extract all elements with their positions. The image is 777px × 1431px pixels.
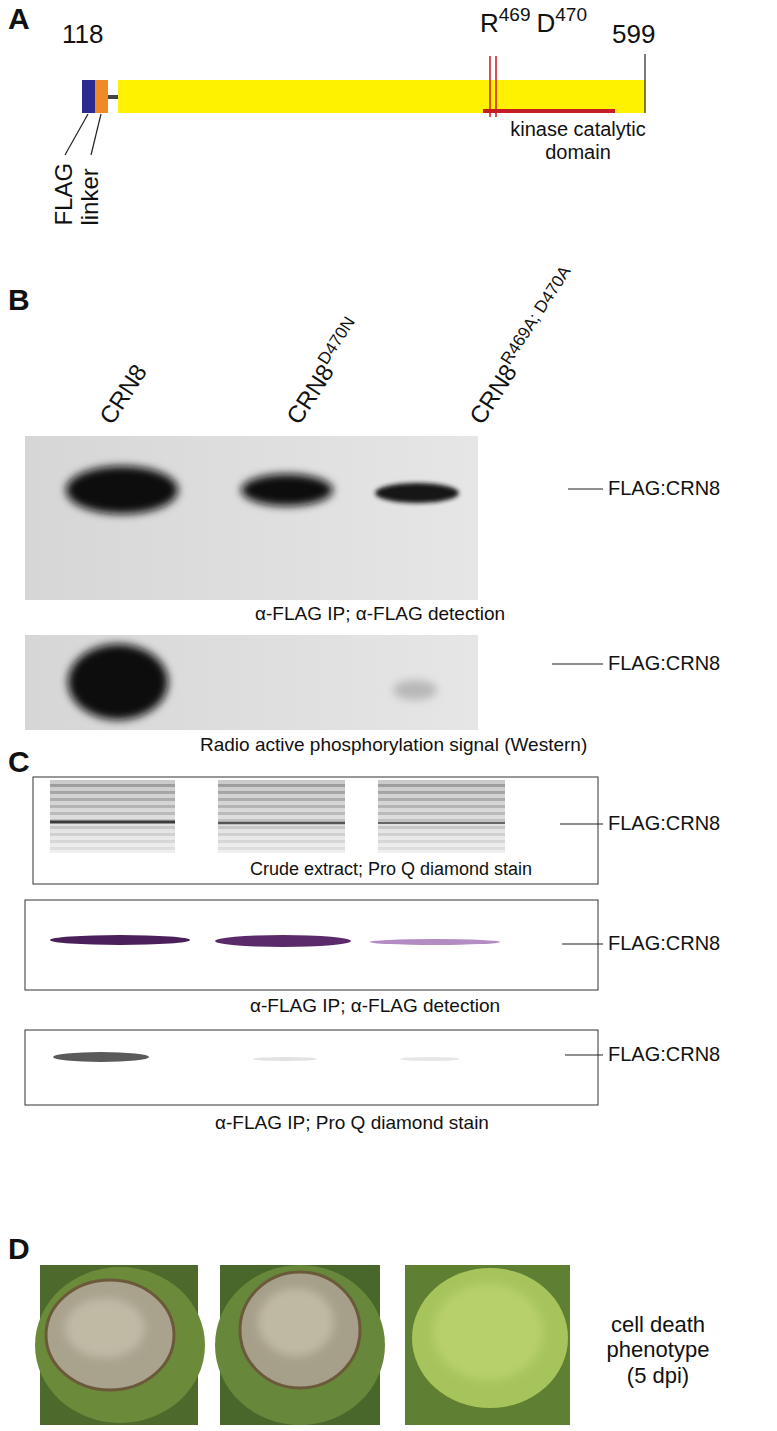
gel-lane — [50, 780, 175, 853]
blot-band — [400, 1057, 460, 1061]
leaf-infiltration — [433, 1284, 543, 1380]
leader-line — [562, 943, 603, 944]
gel-lane — [378, 780, 505, 853]
leaf-photo — [405, 1265, 570, 1425]
residue-name: R — [480, 8, 499, 38]
residue-number: 118 — [62, 20, 103, 50]
protein-bar — [118, 80, 645, 113]
kinase-domain-bar — [483, 109, 615, 113]
blot-membrane — [25, 635, 478, 730]
gel-lane — [218, 780, 345, 853]
panel-letter: A — [8, 2, 30, 37]
leaf-photo — [215, 1265, 385, 1425]
blot-caption: Crude extract; Pro Q diamond stain — [250, 859, 532, 880]
blot-caption: α-FLAG IP; α-FLAG detection — [250, 995, 500, 1017]
blot-band — [393, 680, 437, 700]
linker-label: linker — [76, 169, 104, 226]
panel-letter: D — [8, 1232, 30, 1267]
blot-band — [50, 935, 190, 945]
panel-letter: C — [8, 745, 30, 780]
band-label: FLAG:CRN8 — [608, 1043, 720, 1066]
phenotype-note: cell death phenotype (5 dpi) — [596, 1312, 720, 1388]
leaf-blade — [412, 1268, 568, 1408]
end-tick — [644, 54, 645, 113]
lane-label: CRN8 — [464, 360, 522, 430]
lane-heading: CRN8D470N — [281, 315, 370, 430]
gel-lane-fade — [378, 780, 505, 853]
blot-band — [370, 939, 500, 945]
blot-frame — [25, 1030, 598, 1105]
gel-lane-fade — [218, 780, 345, 853]
residue-number: 599 — [612, 20, 655, 50]
mutation-label: D470N — [314, 313, 359, 368]
band-label: FLAG:CRN8 — [608, 812, 720, 835]
necrotic-patch — [240, 1272, 360, 1388]
blot-c-middle — [25, 900, 603, 990]
band-label: FLAG:CRN8 — [608, 932, 720, 955]
blot-b-top — [25, 436, 603, 600]
gel-band — [218, 822, 345, 825]
leaf-photo — [35, 1265, 205, 1425]
residue-mark — [495, 56, 497, 117]
lane-label: CRN8 — [281, 360, 339, 430]
leader-line — [552, 663, 603, 664]
flag-tag — [82, 80, 95, 113]
linker-segment — [95, 80, 108, 113]
leader-line — [65, 114, 88, 155]
connector-stub — [108, 95, 118, 99]
necrotic-texture — [65, 1298, 145, 1358]
blot-frame — [25, 900, 598, 990]
blot-c-bottom — [25, 1030, 603, 1105]
residue-group: R469D470 — [480, 8, 587, 39]
leader-line — [91, 114, 101, 155]
blot-band — [241, 474, 333, 506]
gel-crude — [33, 777, 603, 884]
necrotic-patch — [46, 1280, 174, 1390]
band-label: FLAG:CRN8 — [608, 477, 720, 500]
blot-band — [66, 466, 178, 514]
blot-b-bottom — [25, 635, 603, 730]
panel-letter: B — [8, 283, 30, 318]
residue-number: 469 — [499, 4, 531, 25]
necrotic-texture — [258, 1288, 334, 1356]
residue-name: D — [536, 8, 555, 38]
blot-caption: α-FLAG IP; α-FLAG detection — [255, 603, 505, 625]
blot-band — [53, 1052, 149, 1062]
lane-label: CRN8 — [94, 360, 152, 430]
band-label: FLAG:CRN8 — [608, 652, 720, 675]
gel-lane-fade — [50, 780, 175, 853]
blot-band — [68, 644, 168, 720]
leader-line — [568, 488, 603, 489]
tag-label: FLAG — [50, 163, 78, 226]
blot-membrane — [25, 436, 478, 600]
blot-caption: α-FLAG IP; Pro Q diamond stain — [215, 1112, 489, 1134]
leaf-blade — [35, 1267, 205, 1423]
mutation-label: R469A; D470A — [497, 263, 575, 368]
residue-mark — [489, 56, 491, 117]
gel-band — [50, 821, 175, 824]
lane-heading: CRN8R469A; D470A — [464, 264, 586, 430]
gel-frame — [33, 777, 598, 884]
leaf-blade — [215, 1265, 385, 1425]
blot-caption: Radio active phosphorylation signal (Wes… — [200, 734, 587, 756]
leaf-ground — [405, 1265, 570, 1425]
domain-label: kinase catalytic domain — [504, 118, 652, 164]
lane-heading: CRN8 — [94, 360, 154, 430]
blot-band — [215, 935, 351, 947]
blot-band — [375, 483, 459, 503]
leader-line — [560, 823, 603, 824]
leader-line — [565, 1054, 603, 1055]
gel-band — [378, 822, 505, 824]
blot-band — [253, 1057, 317, 1061]
residue-number: 470 — [555, 4, 587, 25]
